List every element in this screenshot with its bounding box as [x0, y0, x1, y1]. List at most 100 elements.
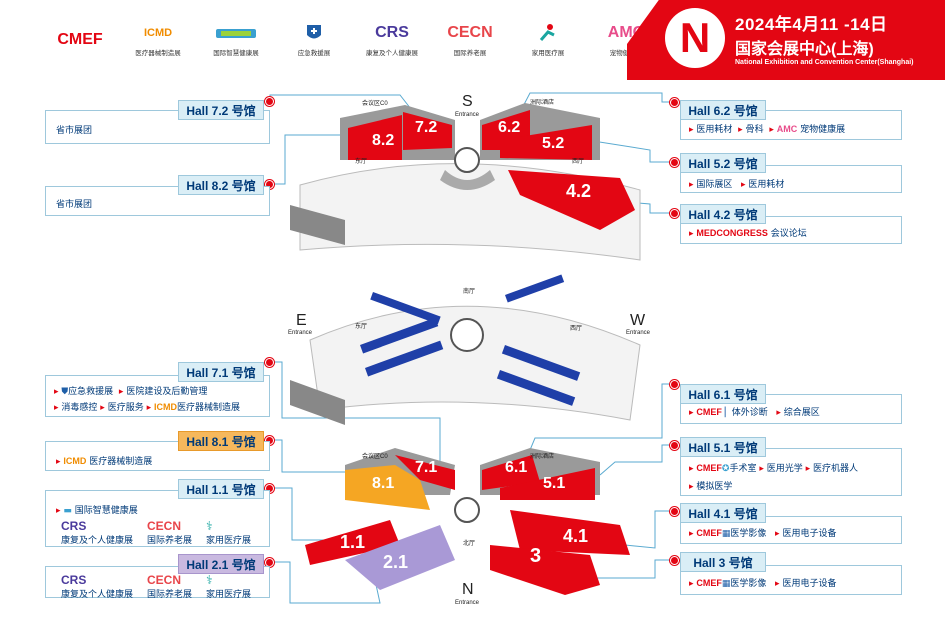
hall-items-row: ▸ CMEF▦医学影像 ▸ 医用电子设备	[689, 526, 836, 539]
hall-number-4-2: 4.2	[566, 181, 591, 201]
central-plaza-ground	[454, 497, 480, 523]
marker-dot	[670, 507, 679, 516]
label-conf-c0: 会议区C0	[362, 99, 388, 107]
hall-7-2-shape	[403, 112, 452, 150]
amc-tag: AMC	[776, 124, 798, 134]
hall-7-2-box: 省市展团	[45, 110, 270, 144]
brand-smart-health: 国际智慧健康展	[201, 22, 271, 57]
label-north-hall: 北厅	[463, 539, 475, 547]
ivd-mark: ▏	[724, 408, 732, 418]
brand-caption: 医疗器械制造展	[135, 49, 181, 57]
hall-8-1-shape	[345, 465, 430, 510]
hall-item: 医用光学	[766, 464, 803, 474]
hall-8-1-title: Hall 8.1 号馆	[178, 431, 264, 451]
hall-5-1-title: Hall 5.1 号馆	[680, 437, 766, 457]
brand-caption: 国际养老展	[453, 49, 487, 57]
hall-5-2-shape	[500, 125, 592, 160]
hall-5-1-shape	[500, 468, 595, 500]
hall-6-1-box: ▸ CMEF ▏体外诊断 ▸ 综合展区	[680, 394, 902, 424]
hall-2-1-title: Hall 2.1 号馆	[178, 554, 264, 574]
cecn-tag: CECN	[147, 573, 182, 587]
hall-item: 国际养老展	[147, 536, 193, 546]
hall-item: 会议论坛	[770, 229, 807, 239]
hall-5-2-title: Hall 5.2 号馆	[680, 153, 766, 173]
label-intercontinental: 洲际酒店	[530, 98, 554, 106]
connector-line	[599, 444, 675, 476]
hall-1-1-shape	[305, 520, 400, 565]
event-date: 2024年4月11 -14日	[735, 15, 888, 34]
hall-item: 综合展区	[783, 408, 820, 418]
n-logo-letter: N	[679, 14, 711, 61]
hall-item: 医用耗材	[748, 180, 785, 190]
hall-item: 体外诊断	[731, 408, 768, 418]
hall-item: 医疗机器人	[813, 464, 859, 474]
central-plaza-mezzanine	[450, 318, 484, 352]
brand-home-medical: 家用医疗展	[513, 22, 583, 57]
hall-1-1-title: Hall 1.1 号馆	[178, 479, 264, 499]
smart-health-icon: ▬	[63, 506, 72, 516]
bullet-icon: ▸	[54, 387, 59, 397]
brand-cecn: CECN 国际养老展	[435, 22, 505, 57]
imaging-icon: ▦	[721, 529, 731, 539]
marker-dot	[670, 209, 679, 218]
crs-logo: CRS	[375, 24, 409, 41]
cecn-tag: CECN	[147, 519, 182, 533]
connector-line	[270, 487, 350, 541]
cmef-tag: CMEF	[696, 578, 722, 588]
central-ring-upper	[440, 170, 495, 190]
hall-items-row: ▸ 消毒感控 ▸ 医疗服务 ▸ ICMD医疗器械制造展	[54, 400, 240, 413]
hall-number-7-1: 7.1	[415, 459, 437, 476]
hall-item: 消毒感控	[61, 403, 98, 413]
upper-hall-numbers: 8.2 7.2 6.2 5.2 4.2	[372, 119, 591, 201]
hall-items-row: ▸ 模拟医学	[689, 479, 732, 492]
hall-items-row: ▸ CMEF▦医学影像 ▸ 医用电子设备	[689, 576, 836, 589]
label-south-hall: 南厅	[463, 287, 475, 295]
mezzanine-floor	[290, 274, 641, 425]
hall-number-2-1: 2.1	[383, 552, 408, 572]
marker-dot	[265, 97, 274, 106]
bullet-icon: ▸	[741, 180, 746, 190]
hall-6-1-shape	[482, 455, 540, 490]
marker-dot	[265, 358, 274, 367]
hall-items-row: ▸ ▬ 国际智慧健康展	[56, 503, 138, 516]
bullet-icon: ▸	[759, 464, 764, 474]
entrance-e: Entrance	[288, 330, 313, 336]
hall-item: 省市展团	[56, 200, 93, 210]
surgery-icon: ✪	[721, 464, 730, 474]
hall-items-row: ▸ CMEF✪手术室 ▸ 医用光学 ▸ 医疗机器人	[689, 461, 858, 474]
home-medical-icon: ⚕	[206, 519, 213, 533]
n-logo: N	[665, 8, 725, 68]
rescue-logo	[304, 22, 324, 44]
cmef-tag: CMEF	[696, 407, 722, 417]
bullet-icon: ▸	[775, 579, 780, 589]
conf-b0-upper	[290, 205, 345, 245]
bullet-icon: ▸	[56, 457, 61, 467]
entrance-n: Entrance	[455, 600, 480, 606]
hall-item: 省市展团	[56, 126, 93, 136]
hall-item: 康复及个人健康展	[61, 536, 134, 546]
compass-w: W	[630, 312, 646, 329]
hall-number-6-1: 6.1	[505, 459, 527, 476]
label-intercontinental: 洲际酒店	[530, 452, 554, 460]
hall-item: 康复及个人健康展	[61, 590, 134, 600]
blue-booth	[504, 274, 565, 303]
header: CMEF ICMD 医疗器械制造展 国际智慧健康展 应急救援展 CRS 康复及个…	[0, 0, 945, 80]
hall-item: 医用电子设备	[782, 529, 837, 539]
hall-4-1-title: Hall 4.1 号馆	[680, 503, 766, 523]
label-west-hall: 西厅	[570, 325, 582, 332]
cmef-logo: CMEF	[57, 30, 103, 48]
cecn-group: CECN 国际养老展	[147, 519, 192, 546]
entrance-w: Entrance	[626, 330, 651, 336]
hall-items-row: ▸ ICMD 医疗器械制造展	[56, 454, 152, 467]
hall-item: 手术室	[729, 464, 757, 474]
marker-dot	[670, 556, 679, 565]
event-venue: 国家会展中心(上海)	[735, 41, 874, 58]
hall-items-row: ▸ CMEF ▏体外诊断 ▸ 综合展区	[689, 405, 820, 418]
bullet-icon: ▸	[689, 229, 694, 239]
connector-lines	[269, 92, 675, 604]
bullet-icon: ▸	[118, 387, 124, 397]
ground-hall-numbers: 7.1 8.1 6.1 5.1 4.1 1.1 2.1 3	[340, 459, 588, 572]
